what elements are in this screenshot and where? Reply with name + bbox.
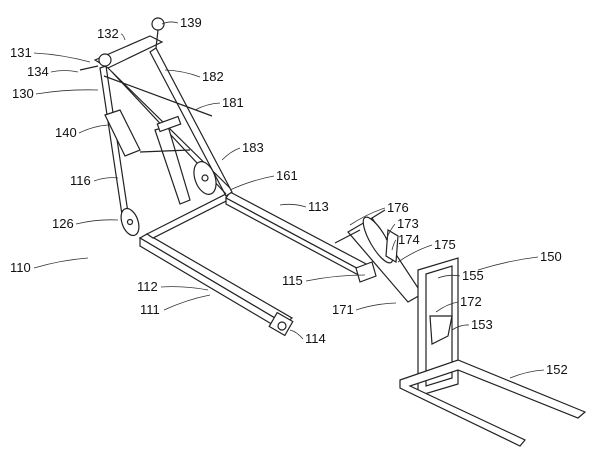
reference-label-173: 173 (397, 216, 419, 231)
reference-label-161: 161 (276, 168, 298, 183)
leader-line-181 (195, 103, 220, 110)
leader-line-116 (94, 178, 118, 181)
leader-line-161 (230, 176, 274, 190)
reference-label-174: 174 (398, 232, 420, 247)
reference-label-113: 113 (308, 199, 329, 214)
leader-line-130 (36, 90, 98, 94)
leader-line-134 (51, 71, 78, 73)
reference-label-152: 152 (546, 362, 568, 377)
leader-line-111 (164, 295, 210, 310)
reference-label-111: 111 (140, 302, 160, 317)
leader-line-175 (398, 245, 432, 262)
leader-line-150 (478, 257, 538, 270)
reference-label-110: 110 (10, 260, 31, 275)
leader-line-112 (161, 287, 208, 290)
reference-label-153: 153 (471, 317, 493, 332)
reference-label-115: 115 (282, 273, 303, 288)
reference-label-175: 175 (434, 237, 456, 252)
reference-label-155: 155 (462, 268, 484, 283)
reference-label-171: 171 (332, 302, 354, 317)
reference-label-181: 181 (222, 95, 244, 110)
reference-label-139: 139 (180, 15, 202, 30)
reference-label-114: 114 (305, 331, 326, 346)
reference-label-140: 140 (55, 125, 77, 140)
leader-line-152 (510, 370, 544, 378)
leader-line-132 (121, 34, 125, 40)
leader-line-114 (290, 330, 303, 339)
leader-line-126 (76, 220, 118, 224)
reference-label-132: 132 (97, 26, 119, 41)
leader-line-115 (306, 275, 365, 281)
reference-label-112: 112 (137, 279, 158, 294)
fork-stand (400, 258, 585, 446)
leader-line-140 (79, 125, 108, 133)
reference-label-150: 150 (540, 249, 562, 264)
reference-label-176: 176 (387, 200, 409, 215)
reference-label-131: 131 (10, 45, 32, 60)
reference-label-126: 126 (52, 216, 74, 231)
leader-line-183 (222, 148, 240, 160)
reference-label-130: 130 (12, 86, 34, 101)
reference-label-172: 172 (460, 294, 482, 309)
reference-label-182: 182 (202, 69, 224, 84)
leader-line-131 (34, 53, 90, 62)
leader-line-110 (34, 258, 88, 268)
reference-label-183: 183 (242, 140, 264, 155)
reference-label-134: 134 (27, 64, 49, 79)
reference-label-116: 116 (70, 173, 91, 188)
leader-line-171 (356, 303, 396, 310)
leader-line-113 (280, 204, 306, 207)
